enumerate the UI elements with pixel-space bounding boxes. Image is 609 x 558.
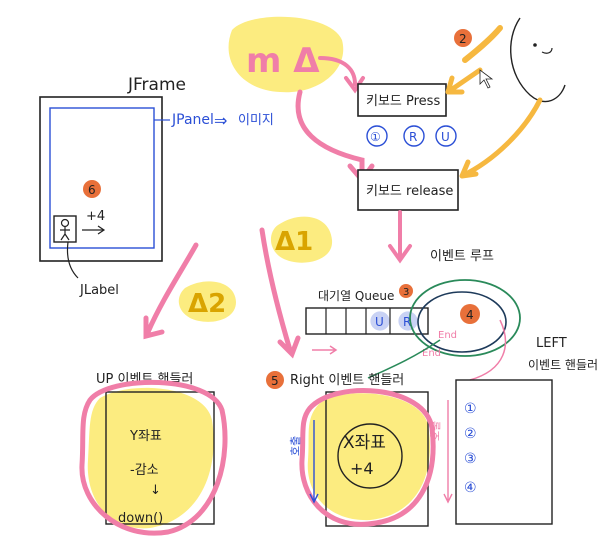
right-handler-title: Right 이벤트 핸들러	[290, 372, 404, 388]
badge-4-text: 4	[466, 308, 474, 322]
highlight-delta1	[270, 216, 333, 263]
badge-6	[83, 180, 101, 198]
right-side-arrow	[309, 420, 319, 504]
up-body-y: Y좌표	[129, 429, 162, 444]
end-label-2: End	[422, 348, 441, 359]
move-label: +4	[86, 209, 105, 224]
badge-2	[454, 29, 472, 47]
highlight-main	[228, 16, 344, 93]
queue-item-u-text: U	[375, 315, 384, 329]
queue-item-r	[398, 311, 418, 331]
press-arrow-orange	[445, 67, 483, 95]
circle-r-text: R	[409, 130, 417, 144]
highlight-up-handler	[87, 387, 214, 529]
circle-u-text: U	[441, 130, 450, 144]
circle-one	[366, 125, 388, 147]
delta1-arrow	[259, 227, 301, 359]
event-loop-oval-dark	[417, 291, 507, 353]
left-handler-title: 이벤트 핸들러	[528, 357, 598, 372]
left-title: LEFT	[536, 336, 567, 351]
badge-6-text: 6	[88, 183, 96, 197]
stick-figure-head	[60, 218, 70, 228]
keyboard-press-box	[357, 83, 447, 117]
up-handler-circle	[79, 379, 228, 536]
badge-2-text: 2	[459, 32, 467, 46]
user-face-icon	[510, 17, 566, 103]
user-mouth-icon	[541, 47, 553, 54]
loop-to-right-handler-arrow	[367, 339, 441, 379]
left-side-arrow	[443, 400, 453, 504]
jlabel-pointer	[66, 241, 79, 279]
loop-to-left-handler-arrow	[469, 319, 507, 381]
right-body-x: X좌표	[343, 433, 386, 453]
queue-item-u	[370, 311, 390, 331]
circle-u	[435, 125, 457, 147]
jlabel-text: JLabel	[79, 283, 119, 298]
badge-4	[460, 304, 480, 324]
event-loop-oval-green	[409, 279, 521, 357]
release-to-queue-arrow	[388, 210, 412, 264]
right-handler-circle	[299, 388, 436, 527]
release-arrow-orange	[459, 97, 543, 179]
end-label-1: End	[438, 330, 457, 341]
hand-stroke	[462, 25, 503, 63]
jframe-box	[39, 96, 163, 262]
circle-r	[403, 125, 425, 147]
jpanel-box	[49, 107, 155, 249]
delta1-label: Δ1	[275, 227, 313, 257]
up-body-decrease: -감소	[130, 463, 159, 478]
main-to-press-arrow	[318, 56, 357, 86]
move-arrow	[82, 225, 106, 235]
left-handler-box	[455, 379, 553, 525]
left-side-label: 호출	[429, 421, 442, 441]
user-eye-icon	[533, 43, 537, 47]
jframe-title: JFrame	[127, 75, 186, 95]
keyboard-release-label: 키보드 release	[366, 184, 453, 199]
badge-5	[266, 371, 284, 389]
stick-figure-icon	[60, 227, 70, 241]
highlight-delta2	[178, 281, 236, 322]
queue-label: 대기열 Queue	[318, 289, 394, 303]
main-to-release-arrow	[295, 89, 365, 179]
event-loop-label: 이벤트 루프	[430, 249, 494, 264]
keyboard-press-label: 키보드 Press	[366, 94, 440, 109]
jpanel-arrow: ⇒	[214, 111, 227, 130]
circle-one-text: ①	[370, 130, 381, 144]
up-body-arrow: ↓	[150, 483, 161, 498]
delta2-label: Δ2	[188, 289, 226, 319]
right-body-plus4: +4	[350, 459, 374, 478]
badge-3	[399, 284, 413, 298]
jpanel-label: JPanel	[171, 112, 214, 128]
highlight-right-handler	[307, 393, 430, 521]
badge-5-text: 5	[271, 374, 279, 388]
right-body-circle	[337, 423, 403, 489]
up-body-down: down()	[118, 511, 163, 526]
left-item-1: ①	[464, 401, 477, 417]
up-handler-box	[105, 391, 215, 525]
delta2-arrow	[143, 242, 199, 340]
cursor-icon	[479, 69, 494, 89]
main-label: m Δ	[246, 41, 320, 81]
image-label: 이미지	[238, 113, 274, 128]
queue-item-r-text: R	[403, 315, 411, 329]
left-item-3: ③	[464, 451, 477, 467]
keyboard-release-box	[357, 169, 459, 211]
queue-inflow-arrow	[312, 345, 338, 355]
badge-3-text: 3	[403, 287, 409, 298]
main-to-press-arrowhead	[344, 76, 365, 94]
left-item-4: ④	[464, 480, 477, 496]
left-item-2: ②	[464, 426, 477, 442]
right-side-label: 호출	[289, 436, 302, 456]
